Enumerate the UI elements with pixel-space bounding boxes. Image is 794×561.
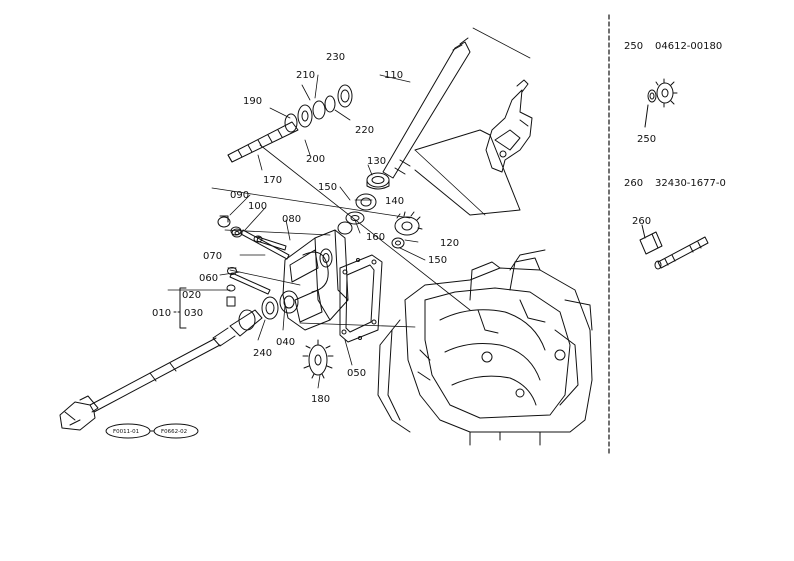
callout-100: 100 (248, 201, 267, 212)
reference-ovals (105, 423, 199, 439)
reference-label-1: F0011-01 (113, 429, 139, 435)
callout-130: 130 (367, 156, 386, 167)
side-item-250-callout: 250 (637, 134, 656, 145)
side-item-250-part-number: 04612-00180 (655, 41, 722, 52)
shaft-110 (382, 37, 521, 216)
gear-case (279, 229, 349, 331)
callout-220: 220 (355, 125, 374, 136)
side-item-260-callout: 260 (632, 216, 651, 227)
callout-050: 050 (347, 368, 366, 379)
leader-lines (167, 27, 531, 389)
steering-column-sketch (485, 79, 533, 173)
callout-170: 170 (263, 175, 282, 186)
gear-cluster (337, 172, 423, 249)
gear-180 (302, 339, 334, 379)
callout-070: 070 (203, 251, 222, 262)
callout-040: 040 (276, 337, 295, 348)
callout-020: 020 (182, 290, 201, 301)
side-item-250-number: 250 (624, 41, 643, 52)
side-item-260-drawing (639, 224, 709, 270)
bolts-and-washers (217, 215, 290, 307)
callout-110: 110 (384, 70, 403, 81)
callout-230: 230 (326, 52, 345, 63)
callout-140: 140 (385, 196, 404, 207)
gasket-050 (339, 254, 383, 343)
callout-120: 120 (440, 238, 459, 249)
side-item-260-part-number: 32430-1677-0 (655, 178, 726, 189)
shaft-170 (227, 84, 353, 163)
callout-080-upper: 080 (282, 214, 301, 225)
side-item-260-number: 260 (624, 178, 643, 189)
group-bracket (173, 287, 187, 329)
callout-160: 160 (366, 232, 385, 243)
universal-joint-shaft (59, 296, 279, 431)
callout-150-upper: 150 (318, 182, 337, 193)
callout-010: 010 (152, 308, 171, 319)
callout-060: 060 (199, 273, 218, 284)
callout-030: 030 (184, 308, 203, 319)
callout-210: 210 (296, 70, 315, 81)
callout-240: 240 (253, 348, 272, 359)
callout-090: 090 (230, 190, 249, 201)
reference-label-2: F0662-02 (161, 429, 187, 435)
callout-190: 190 (243, 96, 262, 107)
side-item-250-drawing (644, 78, 678, 128)
callout-200: 200 (306, 154, 325, 165)
callout-180: 180 (311, 394, 330, 405)
callout-150-lower: 150 (428, 255, 447, 266)
transmission-housing (377, 249, 593, 446)
